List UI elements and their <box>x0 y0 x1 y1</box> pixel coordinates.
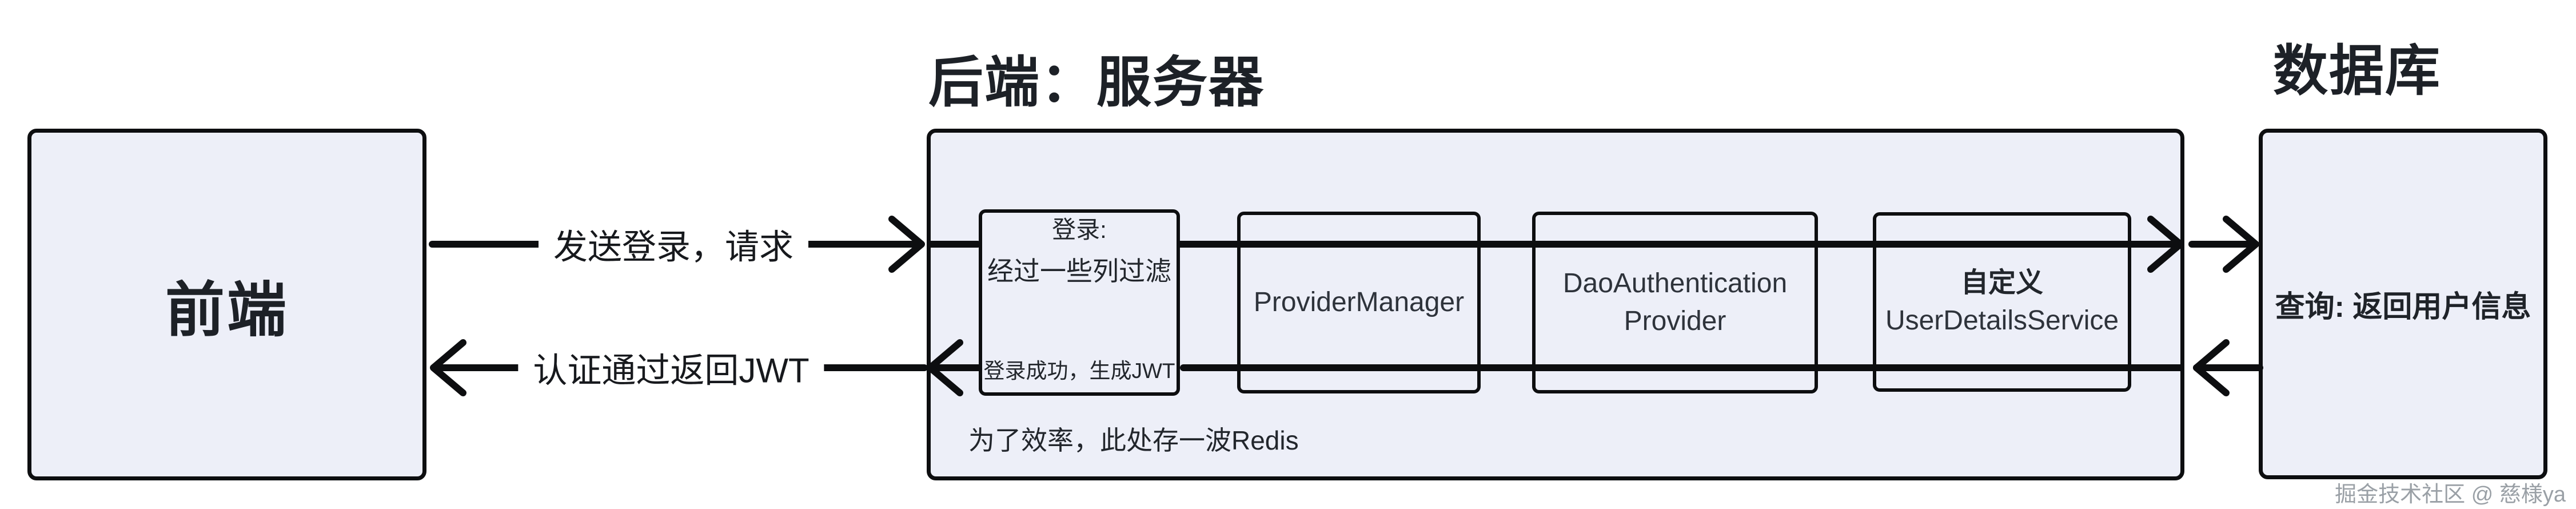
database-title: 数据库 <box>2273 41 2441 102</box>
arrowhead-left-icon <box>927 339 963 396</box>
user-details-label-line2: UserDetailsService <box>1885 305 2119 336</box>
provider-manager-label: ProviderManager <box>1253 287 1465 317</box>
login-filter-box: 登录: 经过一些列过滤 登录成功，生成JWT <box>979 209 1180 396</box>
arrowhead-left-icon <box>430 339 466 396</box>
login-filter-title: 登录: <box>1052 216 1107 243</box>
backend-to-database-arrow <box>2188 216 2259 273</box>
arrowhead-right-icon <box>2147 216 2184 273</box>
login-filter-desc: 经过一些列过滤 <box>987 256 1171 286</box>
frontend-label: 前端 <box>165 277 289 344</box>
watermark: 掘金技术社区 @ 慈様ya <box>2335 483 2566 507</box>
database-box: 查询: 返回用户信息 <box>2259 129 2547 479</box>
frontend-box: 前端 <box>27 129 426 480</box>
arrowhead-right-icon <box>888 216 925 273</box>
dao-provider-label-line1: DaoAuthentication <box>1562 268 1788 299</box>
backend-title: 后端：服务器 <box>928 52 1265 113</box>
database-query-label: 查询: 返回用户信息 <box>2275 291 2531 324</box>
backend-bottom-line <box>1180 364 2184 371</box>
arrowhead-left-icon <box>2193 339 2230 396</box>
backend-top-line-stub <box>927 241 981 248</box>
arrowhead-right-icon <box>2223 216 2259 273</box>
user-details-label-line1: 自定义 <box>1960 268 2043 298</box>
request-arrow-label: 发送登录，请求 <box>539 217 808 272</box>
login-success-jwt-label: 登录成功，生成JWT <box>983 359 1175 383</box>
backend-top-flow-arrow <box>1177 216 2184 273</box>
dao-provider-label-line2: Provider <box>1624 306 1726 336</box>
redis-note: 为了效率，此处存一波Redis <box>968 426 1299 455</box>
database-to-backend-arrow <box>2193 339 2263 396</box>
backend-bottom-flow-arrow <box>927 339 982 396</box>
return-arrow-label: 认证通过返回JWT <box>518 340 824 395</box>
